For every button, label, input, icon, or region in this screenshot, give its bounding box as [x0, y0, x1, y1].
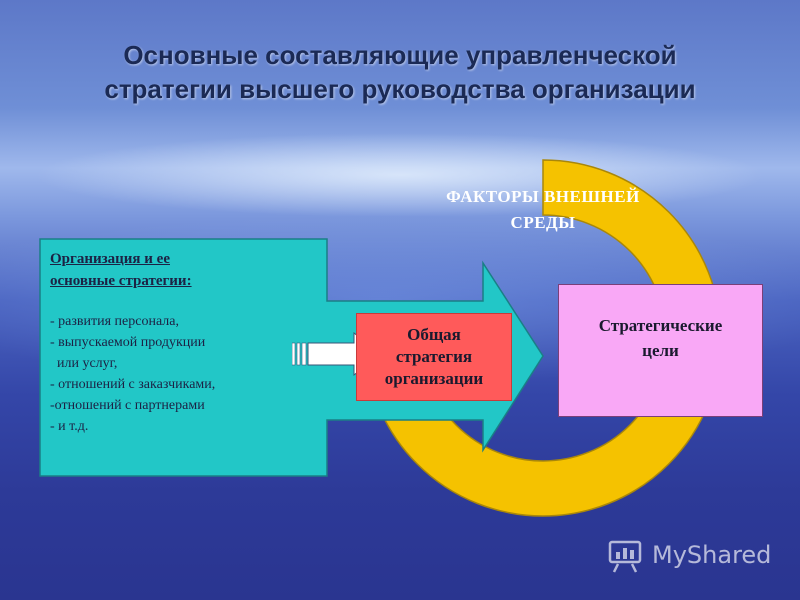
list-item: - отношений с заказчиками,	[50, 377, 216, 392]
list-item: - и т.д.	[50, 419, 89, 434]
title-line-2: стратегии высшего руководства организаци…	[104, 74, 696, 104]
presentation-icon	[608, 540, 642, 573]
organization-strategies-box: Организация и ее основные стратегии: - р…	[42, 240, 314, 466]
strategic-goals-text: Стратегические цели	[559, 313, 762, 363]
factors-line-1: ФАКТОРЫ ВНЕШНЕЙ	[446, 187, 640, 206]
org-heading-line-2: основные стратегии:	[50, 273, 192, 289]
external-factors-label: ФАКТОРЫ ВНЕШНЕЙ СРЕДЫ	[398, 184, 688, 236]
organization-heading: Организация и ее основные стратегии:	[50, 248, 310, 292]
strategy-list: - развития персонала, - выпускаемой прод…	[50, 311, 312, 437]
general-line-3: организации	[384, 369, 484, 388]
watermark: MyShared	[606, 537, 786, 573]
general-strategy-text: Общая стратегия организации	[385, 324, 483, 390]
title-line-1: Основные составляющие управленческой	[123, 40, 677, 70]
goals-line-1: Стратегические	[598, 316, 723, 335]
general-line-2: стратегия	[395, 347, 473, 366]
org-heading-line-1: Организация и ее	[50, 251, 170, 267]
slide-title: Основные составляющие управленческой стр…	[40, 38, 760, 106]
list-item: или услуг,	[50, 356, 118, 371]
list-item: -отношений с партнерами	[50, 398, 205, 413]
goals-line-2: цели	[642, 341, 679, 360]
list-item: - развития персонала,	[50, 314, 180, 329]
list-item: - выпускаемой продукции	[50, 335, 206, 350]
general-line-1: Общая	[407, 325, 461, 344]
watermark-text: MyShared	[652, 541, 772, 569]
factors-line-2: СРЕДЫ	[510, 213, 576, 232]
general-strategy-box: Общая стратегия организации	[356, 313, 512, 401]
strategic-goals-box: Стратегические цели	[558, 284, 763, 417]
